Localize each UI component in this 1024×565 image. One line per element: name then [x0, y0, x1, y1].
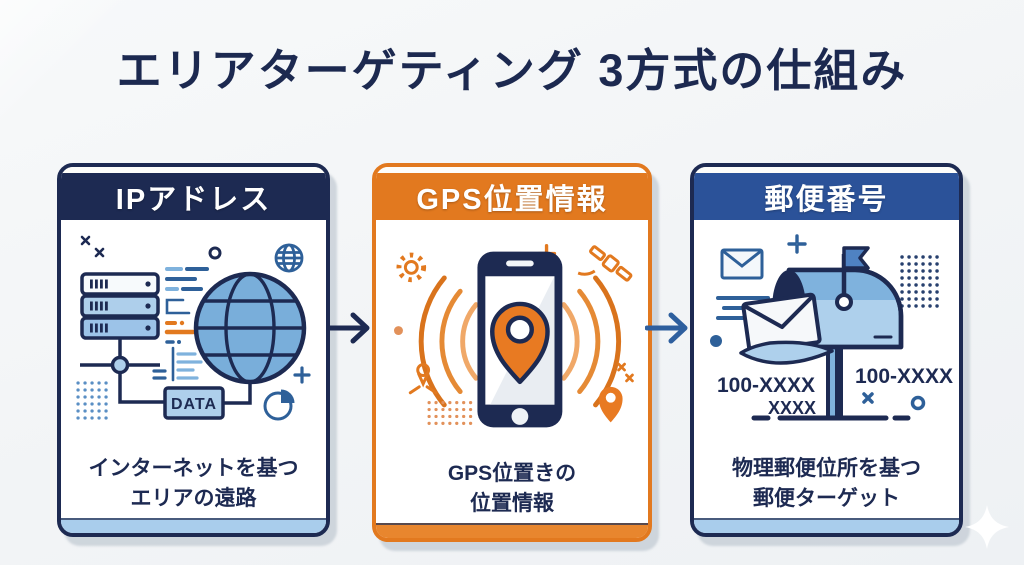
- mailbox-flag-icon: [835, 246, 870, 311]
- card-header-label: 郵便番号: [764, 183, 889, 216]
- caption-line-2: 位置情報: [470, 492, 554, 516]
- location-pin-small-icon: [598, 386, 623, 423]
- card-top-strip: [61, 167, 326, 173]
- x-marks-icon: [617, 362, 634, 383]
- location-pin-icon: [490, 301, 550, 385]
- caption-line-2: エリアの遠路: [130, 487, 257, 511]
- card-header-label: GPS位置情報: [416, 183, 608, 216]
- dot-grid: [76, 381, 112, 420]
- card-header-label: IPアドレス: [115, 183, 272, 216]
- server-globe-illustration: DATA: [76, 235, 311, 421]
- circle-mark-icon: [208, 246, 222, 260]
- plus-icon: [787, 234, 807, 254]
- x-marks-icon: [80, 235, 105, 258]
- postal-code-left-label: 100-XXXX: [717, 374, 815, 397]
- flow-arrow-1-icon: [327, 312, 370, 344]
- card-footer-strip: [61, 518, 326, 533]
- dot-grid: [900, 255, 945, 308]
- ip-illustration: DATA: [61, 220, 326, 452]
- data-box: DATA: [163, 386, 225, 420]
- card-gps: GPS位置情報: [372, 163, 652, 542]
- gps-illustration: [376, 220, 648, 452]
- mini-globe-icon: [274, 243, 304, 273]
- card-footer-strip: [694, 518, 959, 533]
- caption-line-2: 郵便ターゲット: [753, 487, 900, 511]
- card-top-strip: [376, 167, 648, 173]
- smartphone-gps-illustration: [394, 243, 634, 428]
- satellite-icon: [577, 245, 633, 282]
- server-stack-icon: [80, 272, 160, 340]
- caption-line-1: インターネットを基つ: [88, 457, 299, 481]
- mailbox-icon: [739, 246, 911, 421]
- postal-code-left-sub-label: XXXX: [768, 398, 816, 418]
- plus-icon: [293, 366, 311, 384]
- card-postal-code: 郵便番号: [690, 163, 963, 537]
- network-node: [80, 338, 252, 405]
- dot-mark: [394, 326, 403, 336]
- circle-mark-icon: [910, 395, 926, 411]
- data-lines: [152, 267, 209, 382]
- caption-line-1: 物理郵便位所を基つ: [732, 457, 921, 481]
- card-caption: 物理郵便位所を基つ 郵便ターゲット: [694, 454, 959, 514]
- card-ip-address: IPアドレス: [57, 163, 330, 537]
- flow-arrow-2-icon: [645, 312, 688, 344]
- mailbox-lid: [739, 340, 834, 365]
- card-caption: インターネットを基つ エリアの遠路: [61, 454, 326, 514]
- globe-icon: [193, 271, 307, 385]
- mailbox-illustration: 100-XXXX XXXX 100-XXXX: [710, 234, 953, 421]
- card-header-postal: 郵便番号: [694, 173, 959, 220]
- postal-code-right-label: 100-XXXX: [855, 365, 953, 388]
- dot-mark: [710, 335, 722, 347]
- page-title: エリアターゲティング 3方式の仕組み: [116, 45, 908, 96]
- sparkle-icon: [965, 505, 1009, 549]
- caption-line-1: GPS位置きの: [447, 462, 577, 486]
- mini-envelope-icon: [720, 248, 764, 280]
- map-pin-icon: [408, 363, 438, 395]
- card-header-ip: IPアドレス: [61, 173, 326, 220]
- card-caption: GPS位置きの 位置情報: [376, 459, 648, 519]
- gear-icon: [396, 252, 427, 283]
- card-header-gps: GPS位置情報: [376, 173, 648, 220]
- card-footer-strip: [376, 523, 648, 538]
- card-top-strip: [694, 167, 959, 173]
- pie-chart-icon: [263, 389, 295, 421]
- x-mark-icon: [862, 392, 874, 404]
- data-box-label: DATA: [171, 396, 217, 413]
- dot-grid: [427, 401, 479, 425]
- postal-illustration: 100-XXXX XXXX 100-XXXX: [694, 220, 959, 452]
